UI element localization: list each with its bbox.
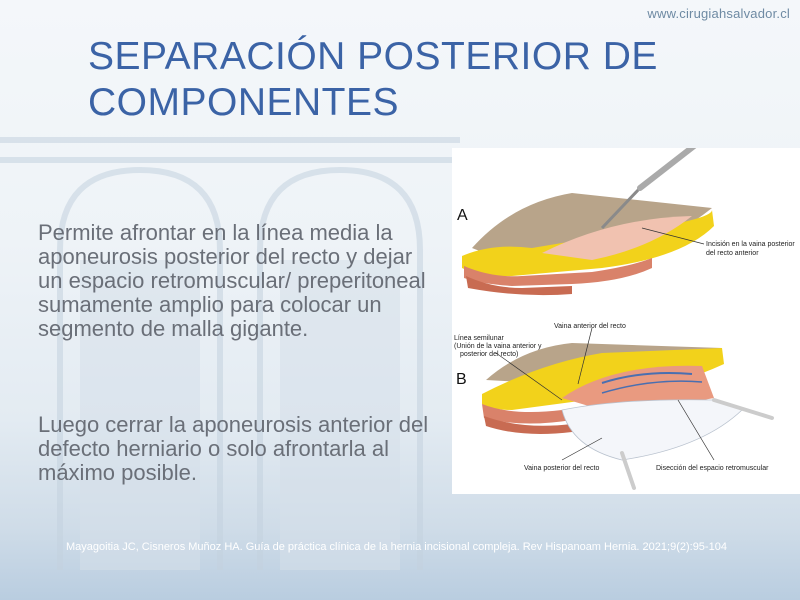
website-url: www.cirugiahsalvador.cl: [647, 6, 790, 21]
slide-title: SEPARACIÓN POSTERIOR DE COMPONENTES: [88, 34, 658, 126]
paragraph-2: Luego cerrar la aponeurosis anterior del…: [38, 412, 429, 485]
label-linea-1: Línea semilunar: [454, 335, 504, 342]
title-line-1: SEPARACIÓN POSTERIOR DE: [88, 35, 658, 78]
label-vaina-anterior: Vaina anterior del recto: [554, 323, 626, 330]
label-linea-3: posterior del recto): [460, 351, 518, 358]
label-incision-1: Incisión en la vaina posterior: [706, 241, 795, 248]
label-incision-2: del recto anterior: [706, 250, 759, 257]
panel-a-letter: A: [457, 207, 468, 224]
anatomy-figure: A Incisión en la vaina posterior del rec…: [452, 148, 800, 494]
label-diseccion: Disección del espacio retromuscular: [656, 465, 769, 472]
citation: Mayagoitia JC, Cisneros Muñoz HA. Guía d…: [66, 541, 727, 553]
title-line-2: COMPONENTES: [88, 81, 400, 124]
label-linea-2: (Unión de la vaina anterior y: [454, 343, 542, 350]
panel-b-letter: B: [456, 371, 467, 388]
label-vaina-posterior: Vaina posterior del recto: [524, 465, 599, 472]
panel-b-drawing: [482, 327, 774, 490]
anatomy-illustration: A Incisión en la vaina posterior del rec…: [454, 148, 795, 490]
background-building-image: [0, 137, 460, 570]
panel-a-drawing: [462, 148, 714, 296]
paragraph-1: Permite afrontar en la línea media la ap…: [38, 220, 426, 341]
